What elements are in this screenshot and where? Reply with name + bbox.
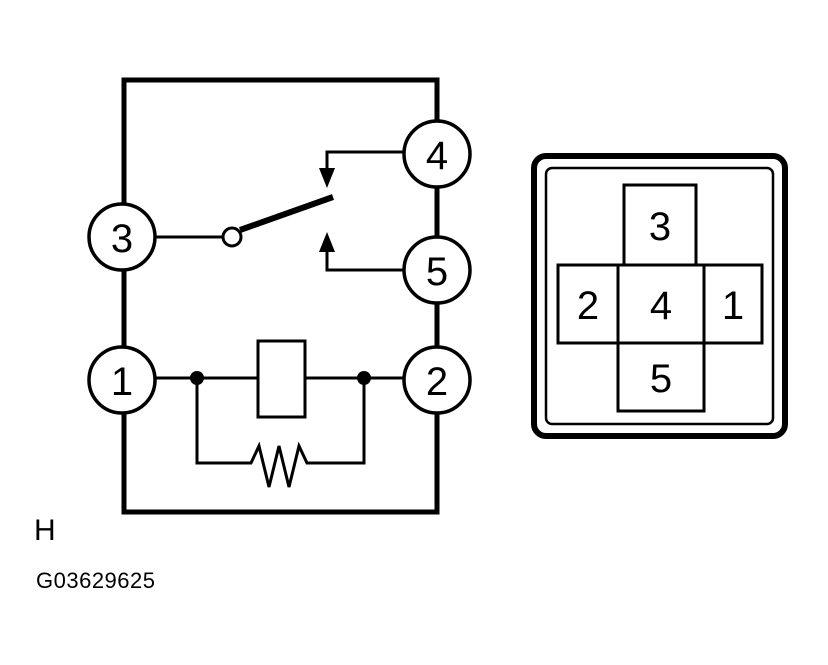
resistor [195, 378, 366, 488]
connector-pin-bottom-label: 5 [650, 357, 672, 401]
connector-pin-bottom: 5 [616, 341, 706, 413]
relay-switch [156, 150, 403, 272]
terminal-5: 5 [402, 235, 472, 305]
connector-pin-top-label: 3 [649, 205, 671, 249]
lower-contact-arrow [319, 232, 335, 252]
relay-coil [256, 339, 307, 419]
terminal-2-label: 2 [426, 360, 448, 404]
upper-contact-arrow [319, 168, 335, 188]
terminal-4: 4 [402, 119, 472, 189]
connector-pin-right: 1 [702, 263, 764, 345]
terminal-4-label: 4 [426, 134, 448, 178]
connector-face: 3 2 4 1 5 [531, 153, 788, 439]
connector-pin-right-label: 1 [722, 284, 744, 328]
switch-arm [238, 194, 335, 233]
connector-pin-left-label: 2 [577, 284, 599, 328]
connector-pin-center: 4 [616, 263, 706, 345]
terminal-3-label: 3 [111, 217, 133, 261]
terminal-5-label: 5 [426, 250, 448, 294]
terminal-2: 2 [402, 345, 472, 415]
figure-id: G03629625 [36, 568, 156, 593]
terminal-1: 1 [87, 345, 157, 415]
connector-inner-border [544, 166, 775, 426]
terminal-3: 3 [87, 202, 157, 272]
corner-letter: H [34, 514, 56, 547]
connector-pin-left: 2 [556, 263, 620, 345]
connector-pin-top: 3 [622, 183, 698, 267]
terminal-1-label: 1 [111, 360, 133, 404]
relay-coil-circuit [156, 339, 403, 488]
connector-pin-center-label: 4 [650, 284, 672, 328]
